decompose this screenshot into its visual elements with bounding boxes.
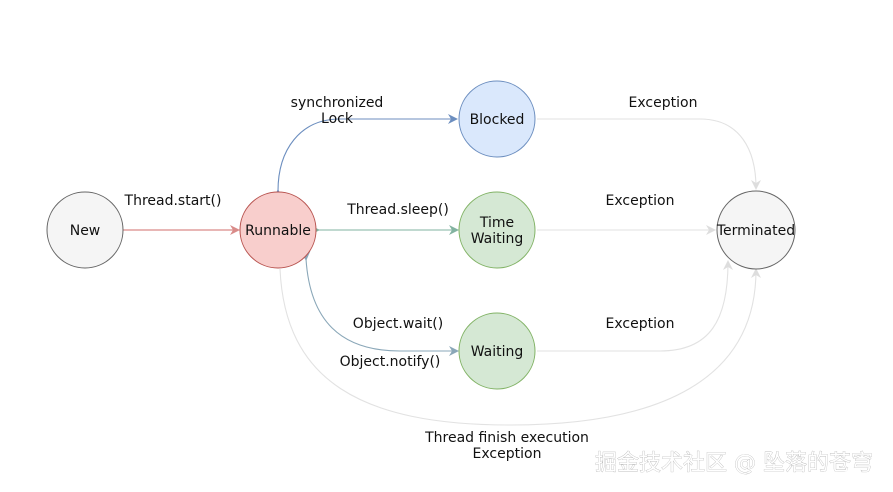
node-runnable: Runnable (239, 191, 317, 269)
edge-label-object-notify: Object.notify() (340, 354, 441, 370)
edge-label-exception-blocked: Exception (629, 95, 698, 111)
edge-label-exception-time-waiting: Exception (606, 193, 675, 209)
edge-label-synchronized: synchronized (291, 95, 384, 111)
node-runnable-circle (239, 191, 317, 269)
node-new: New (46, 191, 124, 269)
node-waiting-circle (458, 312, 536, 390)
node-runnable-label: Runnable (245, 223, 311, 239)
edge-label-exception-finish: Exception (473, 446, 542, 462)
nodes-group: New Runnable Blocked Time Waiting Waitin… (46, 80, 796, 390)
edges-group (123, 114, 761, 426)
node-terminated-label: Terminated (716, 223, 795, 239)
node-time-waiting-label-2: Waiting (471, 231, 524, 247)
edge-label-object-wait: Object.wait() (353, 316, 443, 332)
node-time-waiting-label-1: Time (479, 215, 514, 231)
node-time-waiting: Time Waiting (458, 191, 536, 269)
edge-label-exception-waiting: Exception (606, 316, 675, 332)
watermark: 掘金技术社区 @ 坠落的苍穹 (595, 451, 873, 476)
node-blocked: Blocked (458, 80, 536, 158)
node-new-label: New (70, 223, 101, 239)
node-waiting: Waiting (458, 312, 536, 390)
edge-label-thread-sleep: Thread.sleep() (346, 202, 449, 218)
edge-blocked-terminated (537, 118, 761, 190)
edge-runnable-terminated (279, 268, 761, 426)
node-blocked-label: Blocked (470, 112, 525, 128)
node-new-circle (46, 191, 124, 269)
edge-waiting-terminated (537, 260, 733, 352)
node-time-waiting-circle (458, 191, 536, 269)
edge-runnable-blocked (272, 114, 458, 200)
edge-runnable-waiting (300, 250, 459, 356)
edge-label-thread-start: Thread.start() (124, 193, 222, 209)
node-blocked-circle (458, 80, 536, 158)
edge-labels-group: Thread.start() synchronized Lock Thread.… (124, 95, 698, 462)
node-terminated-circle (716, 190, 796, 270)
node-waiting-label: Waiting (471, 344, 524, 360)
node-terminated: Terminated (716, 190, 796, 270)
edge-label-thread-finish: Thread finish execution (424, 430, 589, 446)
edge-label-lock: Lock (321, 111, 354, 127)
